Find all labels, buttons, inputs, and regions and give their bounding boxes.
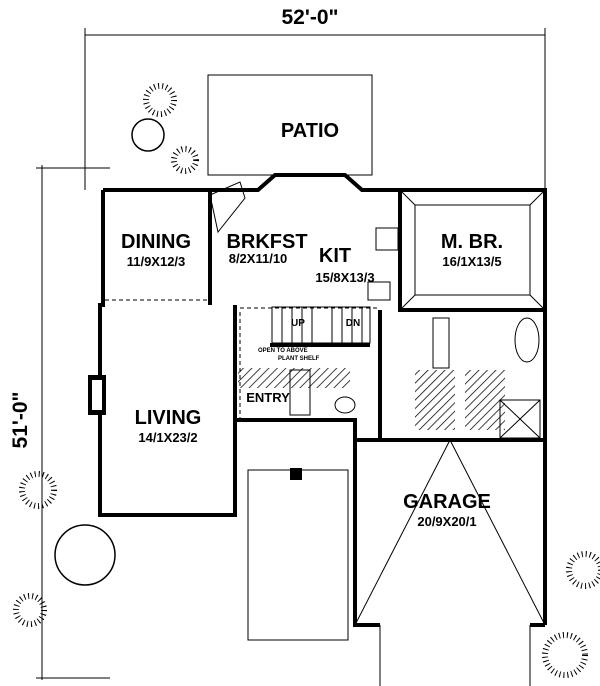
room-labels: DINING 11/9X12/3 BRKFST 8/2X11/10 KIT 15… — [121, 231, 503, 529]
open-to-above-note: OPEN TO ABOVE — [258, 348, 308, 354]
depth-dimension: 51'-0" — [9, 165, 110, 680]
garage-label: GARAGE — [403, 491, 491, 513]
stairs: UP DN — [271, 306, 371, 344]
width-label: 52'-0" — [282, 6, 339, 29]
patio-label: PATIO — [281, 120, 339, 142]
trees — [13, 83, 600, 678]
dining-size: 11/9X12/3 — [127, 254, 186, 269]
width-dimension: 52'-0" — [84, 6, 546, 190]
breakfast-label: BRKFST — [226, 231, 307, 253]
stairs-down-label: DN — [346, 318, 360, 329]
kitchen-size: 15/8X13/3 — [315, 270, 374, 285]
living-label: LIVING — [135, 407, 202, 429]
dining-label: DINING — [121, 231, 191, 253]
living-size: 14/1X23/2 — [138, 430, 197, 445]
stairs-up-label: UP — [291, 318, 305, 329]
breakfast-size: 8/2X11/10 — [229, 251, 288, 266]
master-bedroom-size: 16/1X13/5 — [442, 254, 501, 269]
entry-label: ENTRY — [246, 390, 290, 405]
plant-shelf-note: PLANT SHELF — [278, 356, 320, 362]
kitchen-label: KIT — [319, 245, 351, 267]
master-bedroom-label: M. BR. — [441, 231, 503, 253]
interior-details — [88, 181, 546, 686]
depth-label: 51'-0" — [9, 392, 32, 449]
patio: PATIO — [207, 74, 373, 176]
garage-size: 20/9X20/1 — [417, 514, 476, 529]
